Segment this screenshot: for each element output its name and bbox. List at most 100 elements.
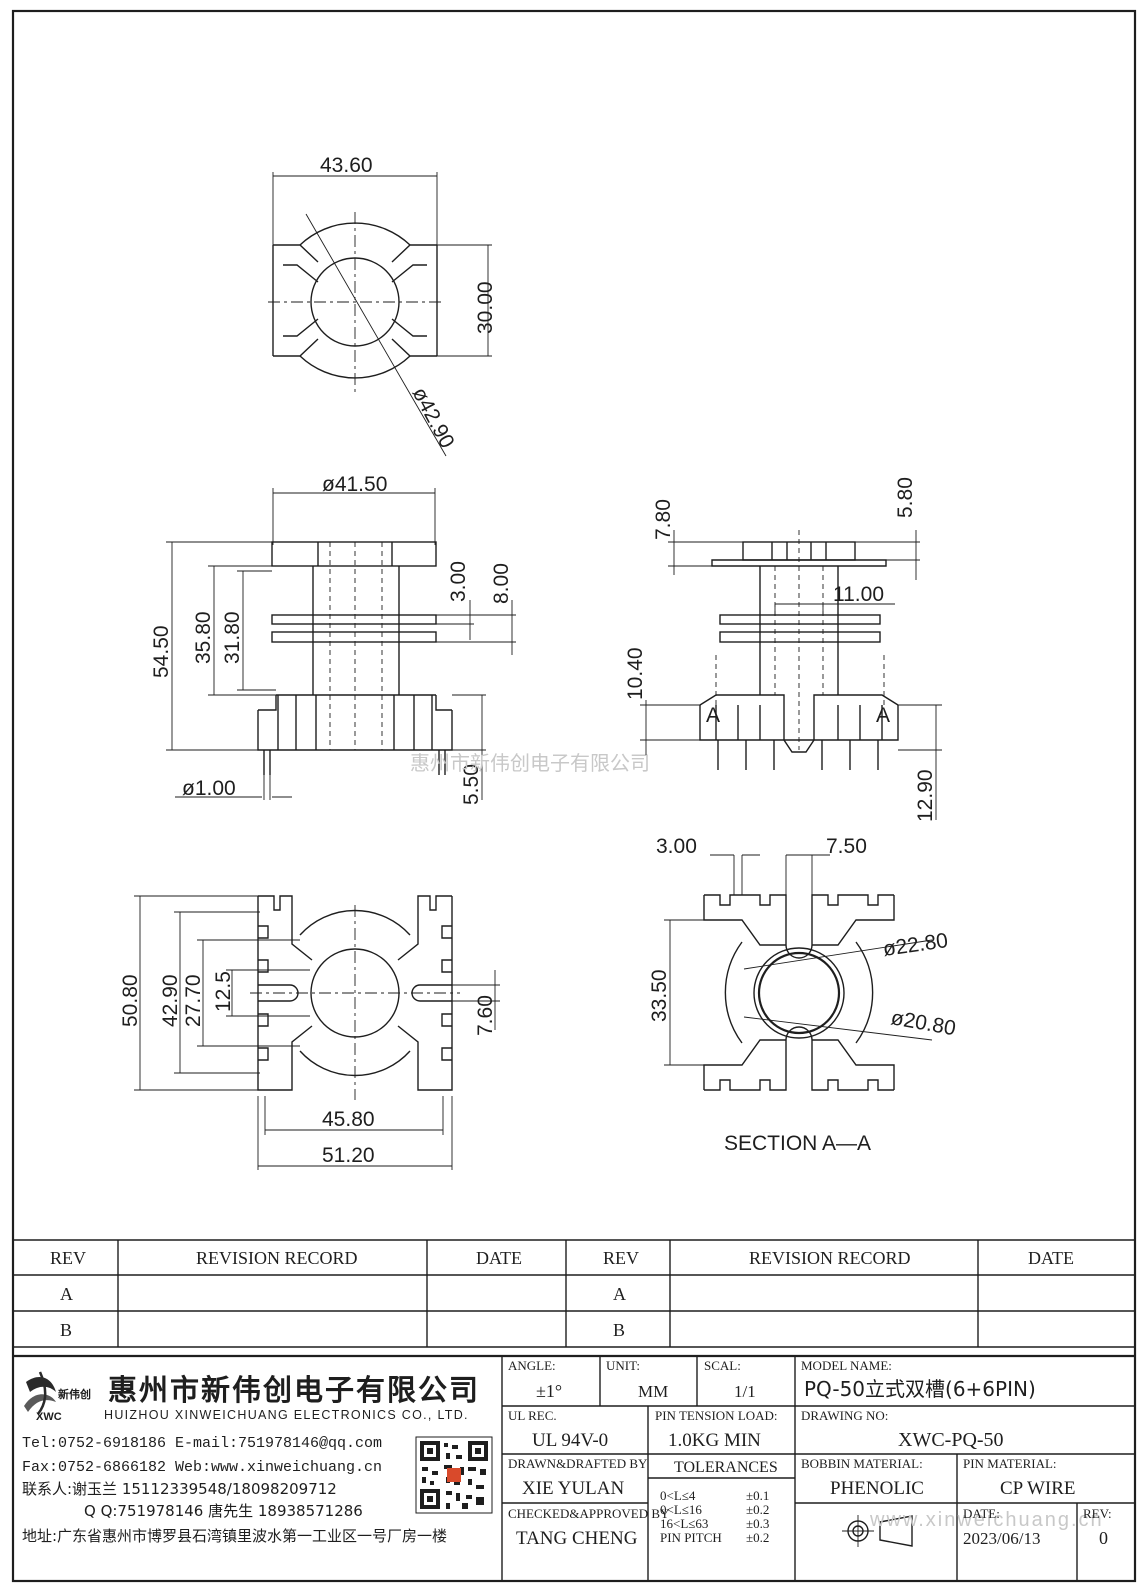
- date-header-1: DATE: [476, 1248, 522, 1268]
- dim-bottom-4580: 45.80: [322, 1108, 375, 1131]
- section-title: SECTION A—A: [724, 1132, 871, 1155]
- drawing-no-value: XWC-PQ-50: [898, 1429, 1004, 1451]
- rev-header-1: REV: [50, 1248, 86, 1268]
- bobbin-material-label: BOBBIN MATERIAL:: [801, 1456, 923, 1471]
- svg-text:XWC: XWC: [36, 1411, 62, 1423]
- drawing-frame: [11, 9, 1137, 1583]
- rev-row-b-left: B: [60, 1320, 72, 1340]
- dim-bottom-5120: 51.20: [322, 1144, 375, 1167]
- front-view: ø41.50 54.50 35.80 31.80 3.00 8.00 ø1.00…: [150, 473, 516, 805]
- dim-bottom-5080: 50.80: [119, 974, 142, 1027]
- checked-value: TANG CHENG: [516, 1528, 638, 1549]
- pin-tension-label: PIN TENSION LOAD:: [655, 1408, 778, 1423]
- pin-material-value: CP WIRE: [1000, 1478, 1075, 1499]
- dim-top-height: 30.00: [474, 281, 497, 334]
- dim-section-2080: ø20.80: [889, 1006, 957, 1040]
- section-mark-right: A: [876, 704, 890, 727]
- dim-side-1100: 11.00: [833, 583, 884, 606]
- drawing-no-label: DRAWING NO:: [801, 1408, 888, 1423]
- scale-value: 1/1: [734, 1382, 756, 1401]
- dim-bottom-125: 12.5: [212, 971, 235, 1012]
- rev-label: REV:: [1083, 1506, 1112, 1521]
- dim-front-318: 31.80: [221, 611, 244, 664]
- scale-label: SCAL:: [704, 1358, 741, 1373]
- date-label: DATE:: [963, 1506, 1000, 1521]
- date-header-2: DATE: [1028, 1248, 1074, 1268]
- section-view: 3.00 7.50 33.50 ø22.80 ø20.80 SECTION A—…: [648, 835, 958, 1155]
- section-mark-left: A: [706, 704, 720, 727]
- pin-material-label: PIN MATERIAL:: [963, 1456, 1057, 1471]
- projection-symbol-icon: [842, 1515, 913, 1547]
- company-qq: Q Q:751978146 唐先生 18938571286: [84, 1502, 363, 1520]
- revision-record-header-1: REVISION RECORD: [196, 1248, 358, 1268]
- dim-front-total-height: 54.50: [150, 625, 173, 678]
- dim-front-358: 35.80: [192, 611, 215, 664]
- dim-side-780: 7.80: [652, 499, 675, 540]
- watermark-web: www.xinweichuang.cn: [869, 1509, 1104, 1531]
- watermark-company: 惠州市新伟创电子有限公司: [410, 751, 650, 775]
- qr-code: [415, 1436, 493, 1514]
- company-address: 地址:广东省惠州市博罗县石湾镇里波水第一工业区一号厂房一楼: [22, 1527, 447, 1545]
- ul-label: UL REC.: [508, 1408, 557, 1423]
- drawn-value: XIE YULAN: [522, 1478, 624, 1499]
- revision-record-header-2: REVISION RECORD: [749, 1248, 911, 1268]
- company-name-cn: 惠州市新伟创电子有限公司: [108, 1373, 480, 1407]
- dim-top-diameter: ø42.90: [408, 384, 459, 453]
- rev-header-2: REV: [603, 1248, 639, 1268]
- rev-row-b-right: B: [613, 1320, 625, 1340]
- angle-label: ANGLE:: [508, 1358, 556, 1373]
- drawn-label: DRAWN&DRAFTED BY: [508, 1456, 648, 1471]
- company-logo: 新伟创 XWC: [24, 1371, 91, 1423]
- tolerances-label: TOLERANCES: [674, 1459, 778, 1476]
- dim-section-3350: 33.50: [648, 969, 671, 1022]
- dim-front-800: 8.00: [490, 563, 513, 604]
- rev-value: 0: [1099, 1528, 1108, 1548]
- tolerance-range-4: PIN PITCH: [660, 1530, 722, 1545]
- dim-front-300: 3.00: [447, 561, 470, 602]
- date-value: 2023/06/13: [963, 1529, 1040, 1548]
- company-tel: Tel:0752-6918186 E-mail:751978146@qq.com: [22, 1435, 382, 1452]
- rev-row-a-right: A: [613, 1284, 626, 1304]
- dim-pin-length: 5.50: [460, 764, 483, 805]
- dim-section-300: 3.00: [656, 835, 697, 858]
- tolerance-value-2: ±0.2: [746, 1502, 769, 1517]
- model-label: MODEL NAME:: [801, 1358, 892, 1373]
- dim-side-1040: 10.40: [624, 647, 647, 700]
- pin-tension-value: 1.0KG MIN: [668, 1430, 761, 1451]
- tolerance-range-1: 0<L≤4: [660, 1488, 696, 1503]
- dim-pin-diameter: ø1.00: [182, 777, 236, 800]
- ul-value: UL 94V-0: [532, 1430, 608, 1451]
- dim-bottom-4290: 42.90: [159, 974, 182, 1027]
- angle-value: ±1°: [536, 1381, 562, 1401]
- bottom-view: 50.80 42.90 27.70 12.5 7.60 45.80 51.20: [119, 895, 500, 1170]
- dim-side-1290: 12.90: [914, 769, 937, 822]
- tolerance-value-3: ±0.3: [746, 1516, 769, 1531]
- dim-top-width: 43.60: [320, 154, 373, 177]
- tolerance-value-4: ±0.2: [746, 1530, 769, 1545]
- tolerance-range-3: 16<L≤63: [660, 1516, 708, 1531]
- unit-value: MM: [638, 1382, 668, 1401]
- dim-section-2280: ø22.80: [881, 929, 949, 961]
- revision-table: REV REVISION RECORD DATE REV REVISION RE…: [13, 1239, 1135, 1348]
- dim-section-750: 7.50: [826, 835, 867, 858]
- title-block: 新伟创 XWC 惠州市新伟创电子有限公司 HUIZHOU XINWEICHUAN…: [13, 1354, 1135, 1581]
- dim-side-580: 5.80: [894, 477, 917, 518]
- model-value: PQ-50立式双槽(6+6PIN): [804, 1377, 1036, 1401]
- company-fax: Fax:0752-6866182 Web:www.xinweichuang.cn: [22, 1459, 382, 1476]
- tolerance-range-2: 0<L≤16: [660, 1502, 702, 1517]
- company-contact: 联系人:谢玉兰 15112339548/18098209712: [22, 1480, 337, 1498]
- checked-label: CHECKED&APPROVED BY: [508, 1506, 670, 1521]
- dim-bottom-760: 7.60: [474, 995, 497, 1036]
- tolerance-value-1: ±0.1: [746, 1488, 769, 1503]
- top-view: 43.60 30.00 ø42.90: [268, 154, 497, 457]
- rev-row-a-left: A: [60, 1284, 73, 1304]
- unit-label: UNIT:: [606, 1358, 640, 1373]
- side-view: 7.80 5.80 11.00 10.40 12.90 A A: [624, 477, 942, 822]
- bobbin-material-value: PHENOLIC: [830, 1478, 924, 1499]
- dim-bottom-2770: 27.70: [182, 974, 205, 1027]
- dim-front-diameter: ø41.50: [322, 473, 387, 496]
- svg-text:新伟创: 新伟创: [58, 1387, 91, 1401]
- company-name-en: HUIZHOU XINWEICHUANG ELECTRONICS CO., LT…: [104, 1408, 469, 1422]
